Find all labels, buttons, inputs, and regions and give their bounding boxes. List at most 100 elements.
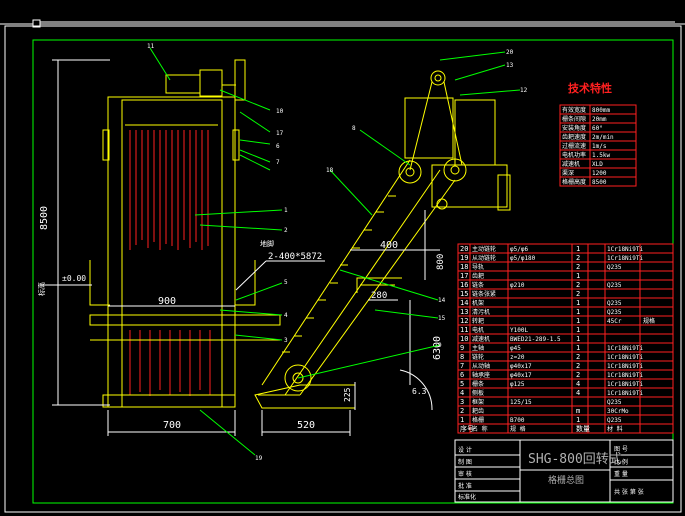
svg-text:9: 9	[438, 342, 442, 349]
tech-row-value: 8500	[592, 179, 607, 186]
parts-row-qty: 1	[576, 335, 580, 343]
parts-header-no: 序号	[460, 424, 474, 433]
level-marker: ±0.00 标高	[37, 274, 92, 296]
svg-text:审 核: 审 核	[458, 470, 472, 478]
parts-row-qty: 2	[576, 290, 580, 298]
svg-text:19: 19	[255, 455, 263, 462]
parts-row-qty: 2	[576, 353, 580, 361]
parts-row-material: 1Cr18Ni9Ti	[607, 363, 644, 370]
parts-row-material: Q235	[607, 417, 622, 424]
tech-row-label: 齿耙速度	[562, 133, 586, 141]
dim-height-value: 8500	[39, 206, 50, 230]
tech-row-value: 800mm	[592, 107, 610, 114]
parts-row-name: 从动链轮	[472, 254, 496, 262]
parts-row-qty: 1	[576, 344, 580, 352]
svg-text:17: 17	[276, 130, 284, 137]
svg-text:8: 8	[352, 125, 356, 132]
outer-frame	[4, 25, 682, 513]
side-view	[254, 70, 511, 409]
tech-table-title: 技术特性	[568, 81, 612, 95]
parts-row-no: 15	[460, 290, 468, 298]
parts-row-no: 1	[460, 416, 464, 424]
dim-side-height-value: 6300	[432, 336, 443, 360]
tech-row-label: 电机功率	[562, 151, 586, 159]
parts-row-name: 减速机	[472, 335, 490, 343]
drawing-tab[interactable]	[0, 19, 685, 28]
svg-text:6: 6	[276, 143, 280, 150]
parts-row-no: 8	[460, 353, 464, 361]
drawing-name: SHG-800回转式	[528, 452, 622, 467]
svg-text:11: 11	[147, 43, 155, 50]
tech-row-value: 1.5kw	[592, 152, 610, 159]
parts-row-name: 机架	[472, 299, 484, 307]
svg-text:比 例: 比 例	[614, 458, 628, 466]
dim-rake-gap-value: 280	[371, 291, 387, 301]
parts-row-qty: 1	[576, 326, 580, 334]
leader-lines	[149, 47, 521, 456]
parts-row-spec: 125/15	[510, 399, 532, 406]
tech-row-label: 栅条间隙	[562, 115, 586, 123]
dim-rake-value: 400	[380, 240, 398, 251]
parts-row-name: 耙齿	[472, 407, 484, 415]
parts-row-spec: z=20	[510, 354, 525, 361]
parts-row-name: 轴承座	[472, 371, 490, 379]
svg-text:5: 5	[284, 279, 288, 286]
parts-row-qty: 2	[576, 254, 580, 262]
dim-right-height-value: 800	[436, 254, 446, 270]
parts-header-material: 材 料	[607, 425, 623, 433]
parts-extra-remark: 规格	[643, 317, 655, 325]
svg-text:2: 2	[284, 227, 288, 234]
front-view	[89, 59, 281, 408]
dim-width-520	[261, 410, 351, 436]
tech-row-label: 渠深	[562, 169, 574, 177]
svg-text:15: 15	[438, 315, 446, 322]
parts-row-name: 从动轴	[472, 362, 490, 370]
parts-header-qty: 数量	[576, 424, 590, 433]
dim-width-900-value: 900	[158, 296, 176, 307]
parts-row-name: 齿耙	[472, 272, 484, 280]
title-block	[454, 439, 674, 503]
svg-text:14: 14	[438, 297, 446, 304]
parts-row-qty: 1	[576, 245, 580, 253]
parts-row-material: 45Cr	[607, 318, 622, 325]
svg-text:标高: 标高	[37, 282, 46, 296]
parts-row-spec: Y100L	[510, 327, 528, 334]
parts-row-material: 1Cr18Ni9Ti	[607, 255, 644, 262]
parts-row-qty: 4	[576, 389, 580, 397]
tech-row-value: 1m/s	[592, 143, 607, 150]
svg-text:12: 12	[520, 87, 528, 94]
svg-text:设 计: 设 计	[458, 446, 472, 454]
parts-row-qty: 4	[576, 380, 580, 388]
svg-text:图 号: 图 号	[614, 446, 628, 453]
dim-base-height-value: 225	[343, 387, 352, 402]
parts-row-name: 链条张紧	[472, 290, 496, 298]
parts-row-spec: φ210	[510, 282, 525, 289]
svg-text:±0.00: ±0.00	[62, 274, 86, 283]
tech-row-label: 过栅流速	[562, 142, 586, 150]
parts-row-no: 3	[460, 398, 464, 406]
title-block-right-labels: 图 号 比 例 重 量 共 张 第 张	[614, 446, 644, 496]
parts-row-no: 6	[460, 371, 464, 379]
parts-row-no: 13	[460, 308, 468, 316]
parts-row-material: 1Cr18Ni9Ti	[607, 390, 644, 397]
parts-row-name: 电机	[472, 326, 484, 334]
parts-row-name: 转耙	[472, 317, 484, 325]
parts-row-no: 4	[460, 389, 464, 397]
parts-row-no: 5	[460, 380, 464, 388]
parts-row-material: Q235	[607, 399, 622, 406]
parts-row-qty: 1	[576, 416, 580, 424]
parts-row-qty: 1	[576, 272, 580, 280]
parts-row-name: 清污机	[472, 308, 490, 316]
parts-row-qty: 1	[576, 317, 580, 325]
callout-numbers: 11 10 17 6 7 1 2 5 4 3 19 8 18 20 13 12 …	[147, 43, 528, 462]
parts-row-spec: B700	[510, 417, 525, 424]
dim-height	[52, 59, 110, 406]
parts-row-material: Q235	[607, 282, 622, 289]
dim-angle-value: 6.3	[412, 387, 427, 396]
parts-header-name: 名 称	[472, 425, 488, 433]
svg-text:标准化: 标准化	[458, 493, 476, 501]
parts-row-qty: 2	[576, 263, 580, 271]
